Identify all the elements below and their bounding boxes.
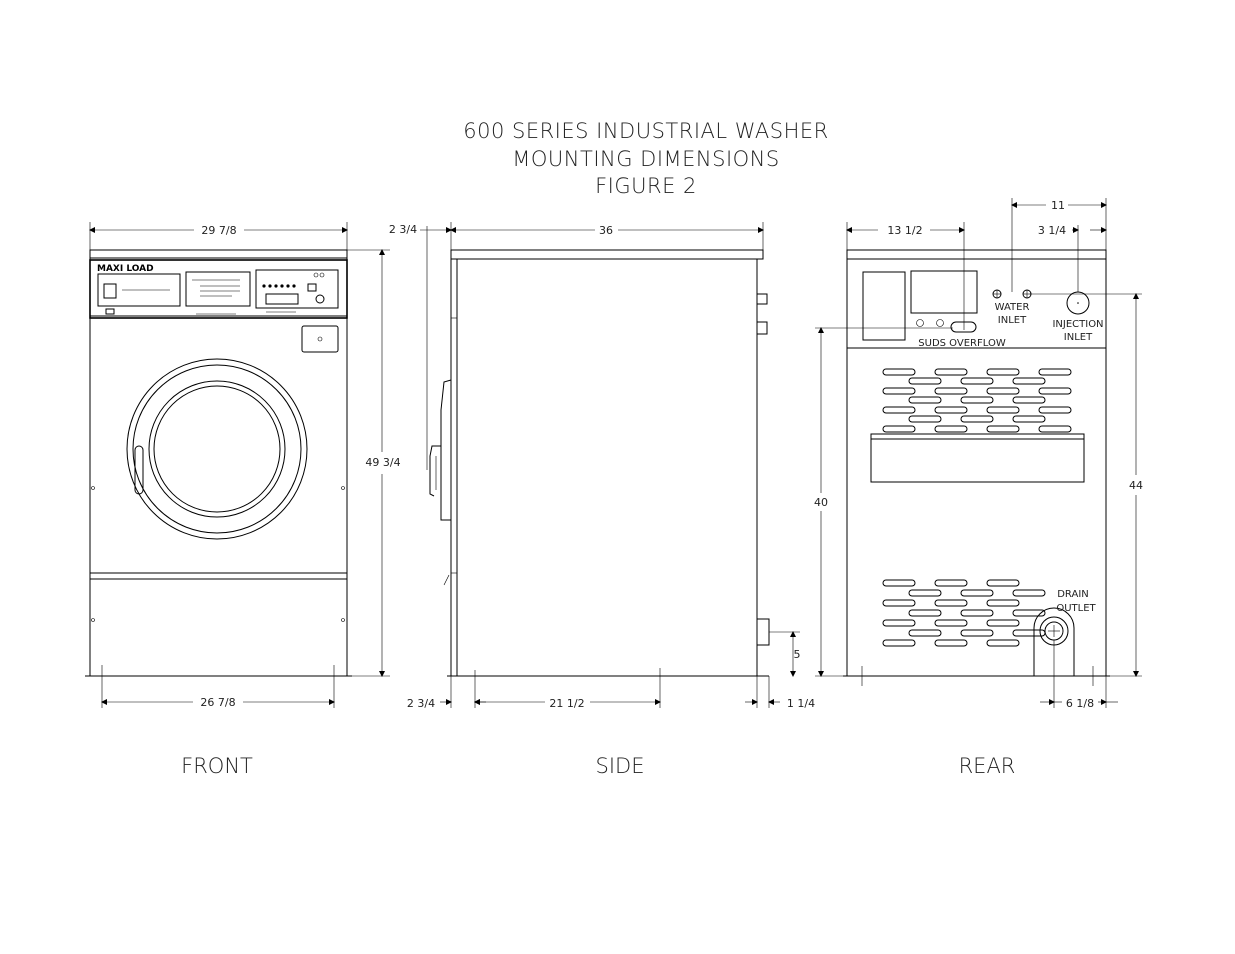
side-injection-fitting — [756, 321, 768, 335]
front-top-cap — [89, 249, 348, 259]
water-inlet: WATER INLET — [992, 289, 1032, 326]
water-inlet-label-2: INLET — [998, 315, 1027, 326]
front-width-label: 29 7/8 — [201, 224, 236, 237]
side-door-profile — [429, 379, 452, 586]
side-top-dimensions: 2 3/4 36 — [389, 222, 764, 470]
side-view: 2 3/4 36 5 — [389, 222, 815, 778]
rear-left-offset-label: 13 1/2 — [887, 224, 922, 237]
rear-right-height-label: 44 — [1129, 479, 1143, 492]
injection-inlet: INJECTION INLET — [1052, 291, 1104, 343]
upper-vent-louvers — [882, 368, 1072, 433]
drain-outlet-label-1: DRAIN — [1057, 589, 1089, 600]
side-cabinet — [450, 258, 758, 677]
drain-outlet-label-2: OUTLET — [1056, 603, 1096, 614]
keypad-buttons — [262, 272, 325, 304]
side-bottom-dimensions: 2 3/4 21 1/2 1 1/4 — [407, 670, 815, 710]
title-line-2: MOUNTING DIMENSIONS — [512, 147, 779, 171]
title-line-1: 600 SERIES INDUSTRIAL WASHER — [463, 119, 829, 143]
side-depth-label: 36 — [599, 224, 613, 237]
rear-left-height-dimension: 40 — [814, 327, 953, 677]
side-top-cap — [450, 249, 764, 260]
coin-panel — [97, 273, 181, 307]
coin-slot — [103, 283, 117, 299]
side-view-label: SIDE — [596, 754, 645, 778]
dispenser-knob — [317, 336, 323, 342]
side-bottom-offset-label: 2 3/4 — [407, 697, 435, 710]
rear-drain-offset-label: 6 1/8 — [1066, 697, 1094, 710]
lower-vent-louvers — [882, 579, 1046, 647]
rear-electrical-box — [862, 271, 906, 341]
front-width-dimension: 29 7/8 — [89, 222, 348, 250]
display-window — [265, 293, 299, 305]
suds-overflow-port — [950, 321, 977, 333]
title-line-3: FIGURE 2 — [595, 174, 697, 198]
rear-motor-guard — [870, 433, 1085, 483]
rear-top-dimensions: 13 1/2 11 3 1/4 — [846, 198, 1107, 330]
suds-overflow-label: SUDS OVERFLOW — [918, 338, 1006, 349]
water-inlet-label-1: WATER — [995, 302, 1030, 313]
rear-valve-box — [910, 270, 978, 314]
rear-drain-dimension: 6 1/8 — [1040, 640, 1118, 710]
rear-right-height-dimension: 44 — [1030, 293, 1143, 677]
rear-top-cap — [846, 249, 1107, 260]
keypad-panel — [255, 269, 339, 309]
drawing-title: 600 SERIES INDUSTRIAL WASHER MOUNTING DI… — [463, 119, 829, 198]
injection-inlet-label-1: INJECTION — [1052, 319, 1103, 330]
door-handle — [134, 445, 144, 495]
soap-dispenser — [301, 325, 339, 353]
front-view-label: FRONT — [181, 754, 253, 778]
front-height-dimension: 49 3/4 — [347, 249, 401, 677]
rear-left-height-label: 40 — [814, 496, 828, 509]
injection-inlet-label-2: INLET — [1064, 332, 1093, 343]
front-door — [126, 358, 308, 540]
front-view: 29 7/8 MAXI LOAD — [85, 222, 401, 778]
front-base-dimension: 26 7/8 — [101, 665, 335, 709]
control-panel — [89, 259, 348, 319]
rear-injection-offset-label: 3 1/4 — [1038, 224, 1066, 237]
rear-view: 13 1/2 11 3 1/4 SUDS OVERFLOW — [814, 198, 1143, 778]
brand-logo: MAXI LOAD — [97, 264, 154, 274]
side-drain-fitting — [756, 618, 770, 646]
side-base-depth-label: 21 1/2 — [549, 697, 584, 710]
panel-lock — [105, 308, 115, 315]
side-outlet-height-label: 5 — [794, 648, 801, 661]
instruction-label — [185, 271, 251, 307]
side-water-fitting — [756, 293, 768, 305]
rear-water-offset-label: 11 — [1051, 199, 1065, 212]
side-rear-offset-label: 1 1/4 — [787, 697, 815, 710]
drain-outlet: DRAIN OUTLET — [1033, 589, 1097, 676]
rear-view-label: REAR — [959, 754, 1016, 778]
front-base-label: 26 7/8 — [200, 696, 235, 709]
side-outlet-dimension: 5 — [769, 631, 801, 677]
front-height-label: 49 3/4 — [365, 456, 400, 469]
side-top-offset-label: 2 3/4 — [389, 223, 417, 236]
